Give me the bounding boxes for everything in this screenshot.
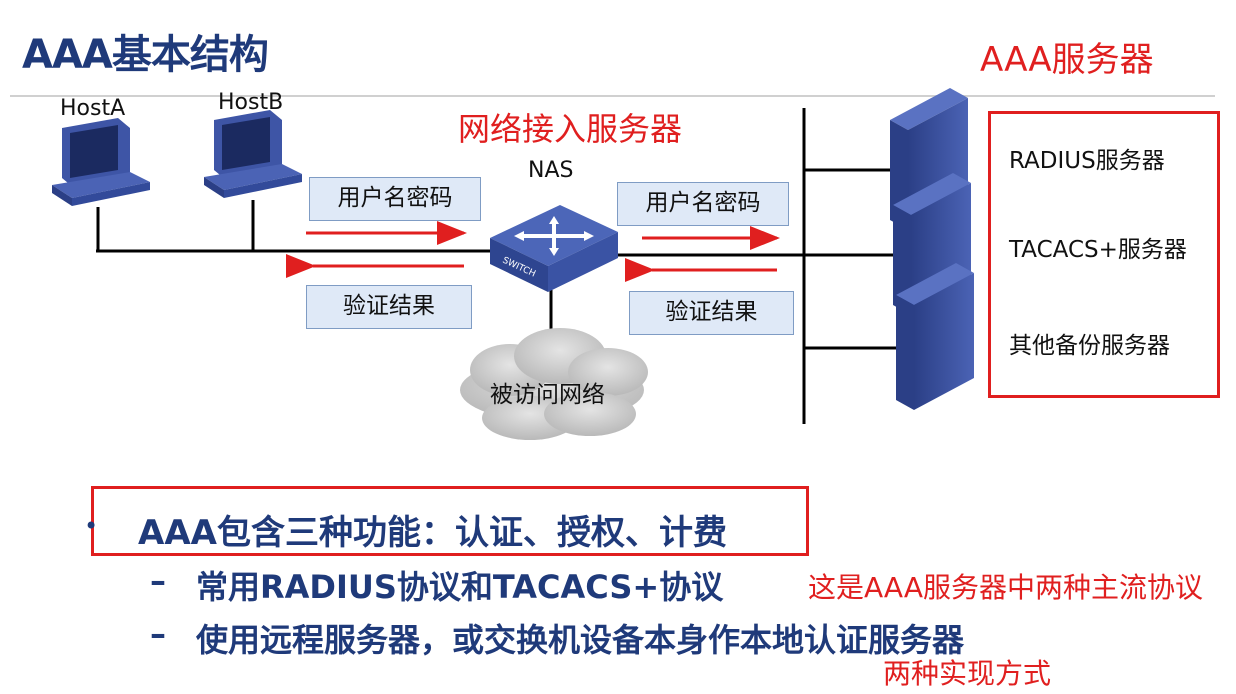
bullet-dot: • [84, 512, 99, 540]
right-request-box: 用户名密码 [617, 182, 789, 226]
accessed-network-label: 被访问网络 [490, 382, 605, 408]
implementation-sub-bullet: 使用远程服务器，或交换机设备本身作本地认证服务器 [196, 621, 965, 659]
cloud-icon [460, 328, 648, 440]
implementation-note: 两种实现方式 [883, 657, 1052, 690]
hostb-computer-icon [204, 110, 302, 198]
right-response-box: 验证结果 [629, 291, 794, 335]
left-request-box: 用户名密码 [309, 177, 481, 221]
nas-label: NAS [528, 158, 574, 183]
radius-server-label: RADIUS服务器 [1009, 148, 1165, 174]
sub-bullet-dash-2: – [150, 615, 166, 653]
protocols-note: 这是AAA服务器中两种主流协议 [808, 571, 1204, 604]
backup-server-label: 其他备份服务器 [1009, 333, 1170, 359]
aaa-server-annotation: AAA服务器 [980, 40, 1154, 80]
aaa-functions-bullet: AAA包含三种功能：认证、授权、计费 [138, 513, 727, 553]
page-title: AAA基本结构 [22, 32, 269, 78]
left-response-box: 验证结果 [306, 285, 472, 329]
protocols-sub-bullet: 常用RADIUS协议和TACACS+协议 [196, 568, 724, 606]
hosta-label: HostA [60, 96, 126, 121]
server-unit-3 [896, 263, 974, 410]
hostb-label: HostB [218, 90, 284, 115]
tacacs-server-label: TACACS+服务器 [1009, 237, 1187, 263]
sub-bullet-dash-1: – [150, 562, 166, 600]
hosta-computer-icon [52, 118, 150, 206]
nas-switch-icon: SWITCH [490, 205, 618, 292]
server-stack-icon [890, 88, 974, 410]
functions-highlight-box [91, 486, 809, 556]
aaa-server-list: RADIUS服务器 TACACS+服务器 其他备份服务器 [988, 111, 1220, 398]
nas-server-annotation: 网络接入服务器 [458, 110, 683, 148]
